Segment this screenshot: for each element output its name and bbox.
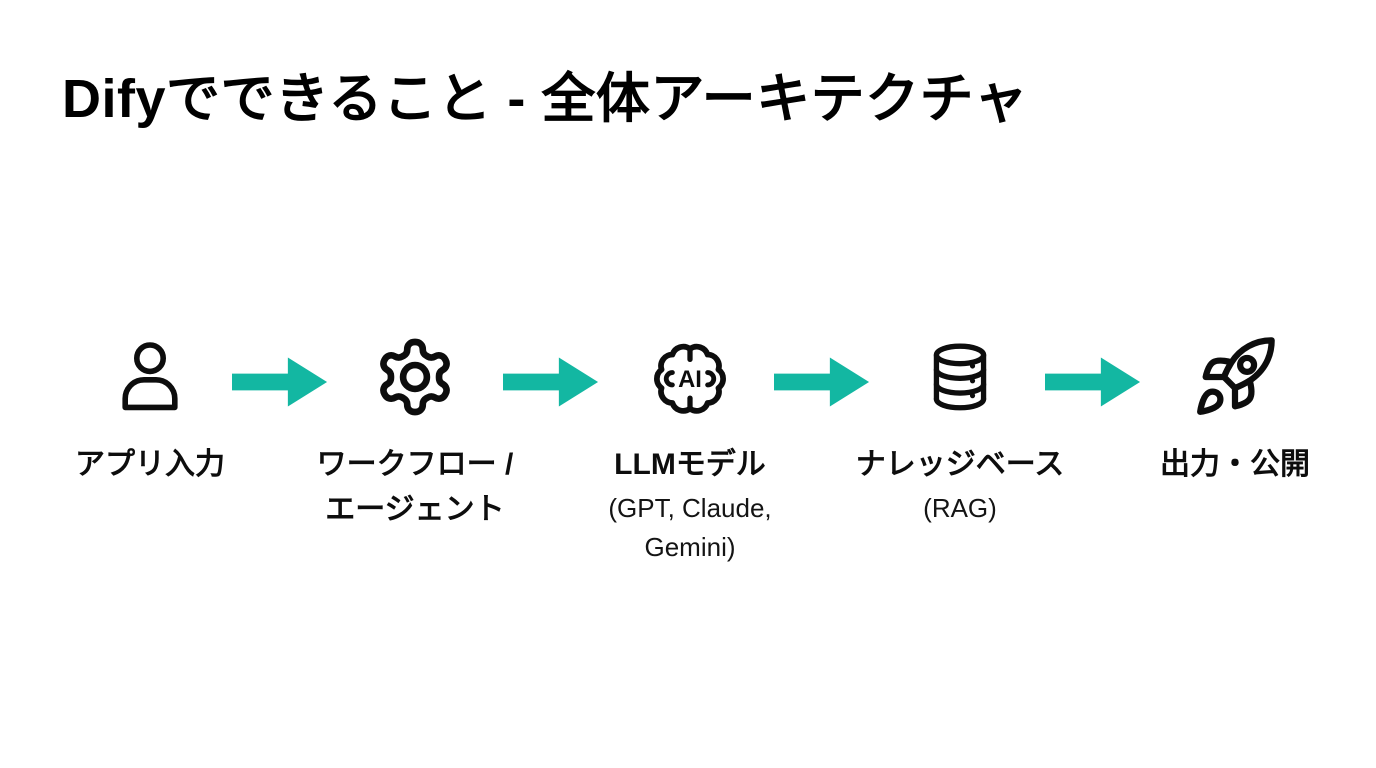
flow-arrow-icon	[232, 354, 330, 410]
step-sublabel: (RAG)	[923, 493, 997, 523]
step-label: アプリ入力	[75, 448, 225, 481]
flow-step-knowledge-base: ナレッジベース (RAG)	[820, 332, 1100, 528]
step-label: ワークフロー / エージェント	[316, 448, 514, 526]
gear-icon	[373, 332, 457, 422]
flow-arrow-icon	[503, 354, 601, 410]
flow-step-workflow-agent: ワークフロー / エージェント	[275, 332, 555, 532]
brain-ai-label: AI	[678, 366, 702, 393]
flow-arrow-icon	[1045, 354, 1143, 410]
step-sublabel: (GPT, Claude, Gemini)	[608, 493, 772, 562]
step-label: LLMモデル	[614, 448, 766, 481]
step-label: 出力・公開	[1160, 448, 1310, 481]
flow-step-output-publish: 出力・公開	[1095, 332, 1375, 487]
rocket-icon	[1191, 332, 1279, 422]
database-icon	[922, 332, 998, 422]
flow-arrow-icon	[774, 354, 872, 410]
flow-step-llm-model: AI LLMモデル (GPT, Claude, Gemini)	[550, 332, 830, 567]
flow-step-app-input: アプリ入力	[10, 332, 290, 487]
user-icon	[110, 332, 190, 422]
step-label: ナレッジベース	[855, 448, 1065, 481]
slide-title: Difyでできること - 全体アーキテクチャ	[62, 69, 1029, 129]
brain-ai-icon: AI	[646, 332, 734, 422]
